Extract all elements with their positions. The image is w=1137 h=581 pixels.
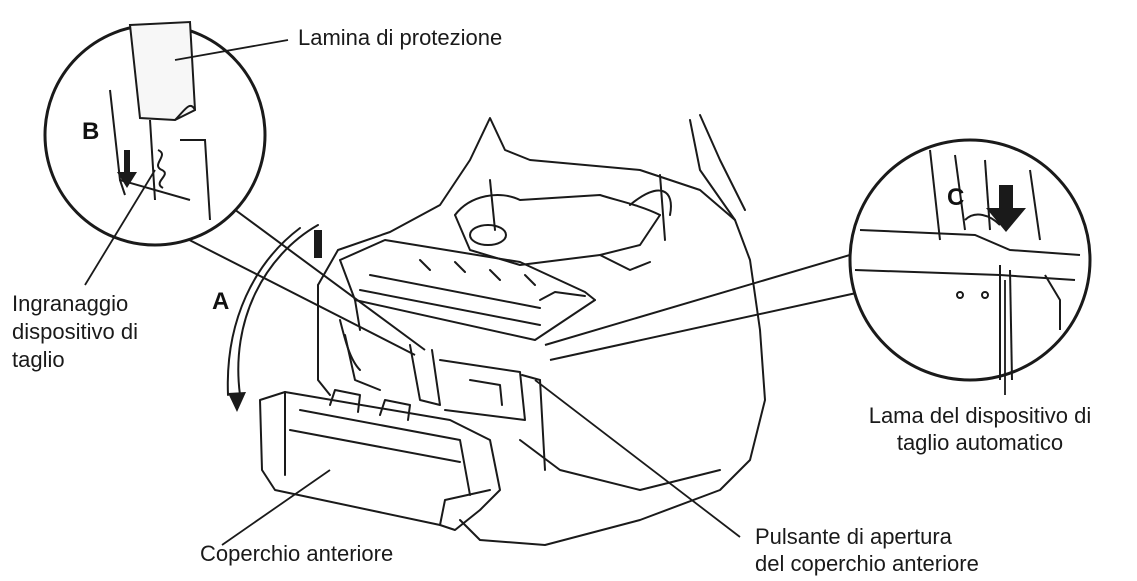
callout-circle-c <box>544 138 1092 382</box>
arrow-a-head <box>228 392 246 412</box>
label-cutter-gear-line1: Ingranaggio <box>12 291 129 316</box>
label-cutter-gear: Ingranaggio dispositivo di taglio <box>12 290 138 374</box>
leader-open-button <box>534 379 741 538</box>
label-autocutter-blade-line2: taglio automatico <box>896 430 1064 455</box>
leader-front-cover <box>221 469 331 546</box>
label-autocutter-blade-line1: Lama del dispositivo di <box>868 403 1092 428</box>
label-autocutter-blade: Lama del dispositivo di taglio automatic… <box>835 402 1125 456</box>
label-open-button-line2: del coperchio anteriore <box>755 551 979 576</box>
front-cover-part <box>259 389 501 531</box>
callout-circle-b <box>43 20 426 356</box>
label-front-cover: Coperchio anteriore <box>200 541 394 566</box>
label-cutter-gear-line3: taglio <box>12 347 65 372</box>
marker-c: C <box>947 184 965 211</box>
label-open-button-line1: Pulsante di apertura <box>755 524 952 549</box>
marker-a: A <box>212 288 230 315</box>
leader-cutter-gear <box>84 169 156 286</box>
rotation-arrow-a <box>226 224 319 396</box>
cover-open-mark <box>314 230 322 258</box>
leader-protection-sheet <box>174 39 289 61</box>
marker-b: B <box>82 118 100 145</box>
label-protection-sheet: Lamina di protezione <box>298 25 503 50</box>
printer-body <box>317 114 766 546</box>
label-front-cover-open-button: Pulsante di apertura del coperchio anter… <box>755 523 979 577</box>
label-cutter-gear-line2: dispositivo di <box>12 319 138 344</box>
